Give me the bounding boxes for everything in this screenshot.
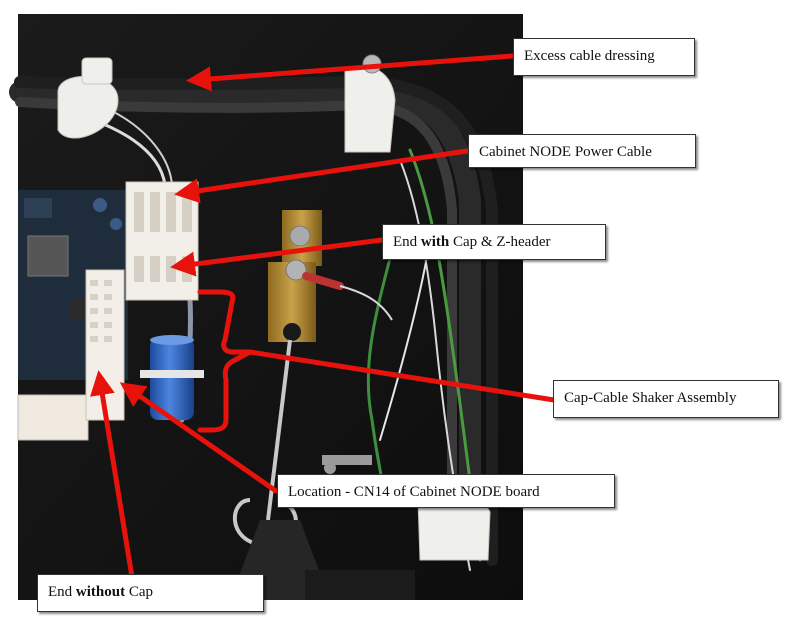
callout-end-without-cap: End without Cap <box>37 574 264 612</box>
callout-excess-cable-dressing: Excess cable dressing <box>513 38 695 76</box>
node-board <box>17 190 128 441</box>
callout-text-bold: with <box>420 234 450 250</box>
callout-text-post: Cap <box>125 584 154 600</box>
callout-text-pre: End <box>48 584 76 600</box>
power-connector <box>125 181 199 301</box>
callout-text: Cabinet NODE Power Cable <box>479 144 652 160</box>
callout-text: Location - CN14 of Cabinet NODE board <box>288 484 540 500</box>
callout-power-cable: Cabinet NODE Power Cable <box>468 134 696 168</box>
cable-clips <box>57 54 491 561</box>
callout-text-bold: without <box>75 584 126 600</box>
ground-rod <box>230 339 415 600</box>
callout-end-with-cap: End with Cap & Z-header <box>382 224 606 260</box>
callout-location: Location - CN14 of Cabinet NODE board <box>277 474 615 508</box>
callout-text-pre: End <box>393 234 421 250</box>
callout-text: Cap-Cable Shaker Assembly <box>564 390 737 406</box>
callout-text: Excess cable dressing <box>524 48 655 64</box>
callout-shaker-assembly: Cap-Cable Shaker Assembly <box>553 380 779 418</box>
callout-text-post: Cap & Z-header <box>449 234 551 250</box>
